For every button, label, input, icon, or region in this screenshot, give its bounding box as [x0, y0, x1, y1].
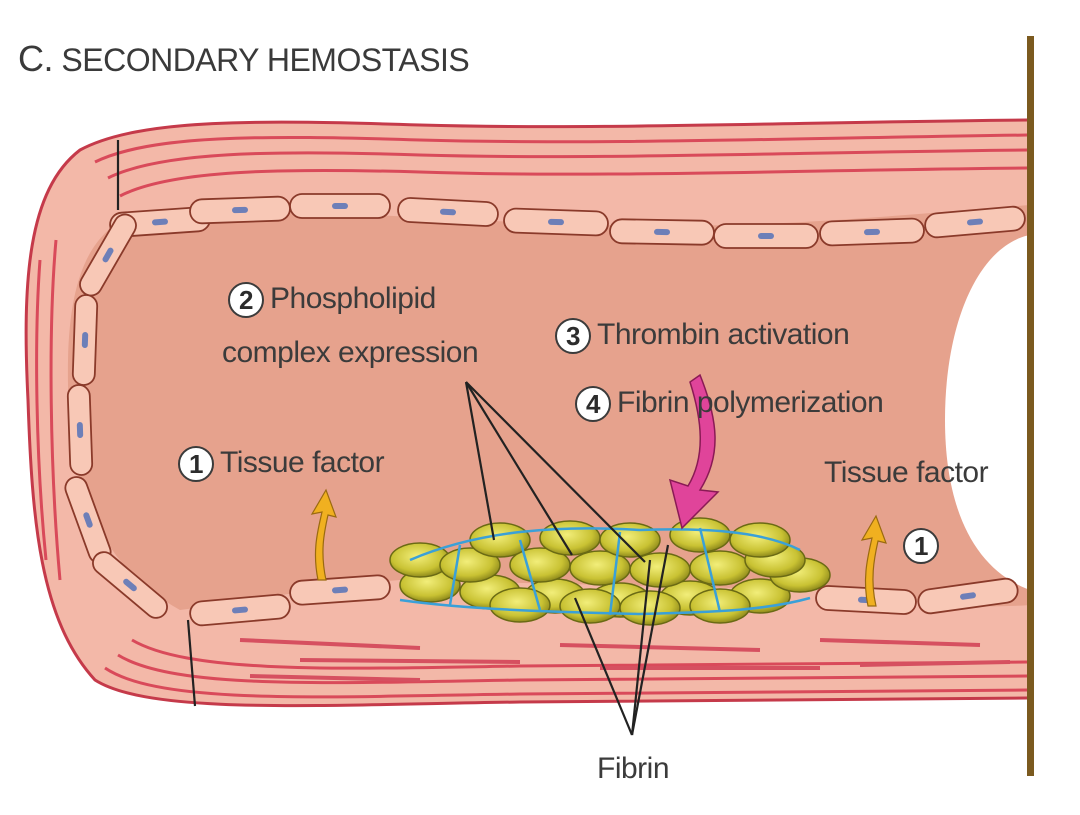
phospholipid-line1: Phospholipid — [270, 282, 436, 315]
frame-side-bar — [1027, 36, 1034, 776]
title-prefix: C. — [18, 38, 53, 79]
label-tissue-factor-right: Tissue factor — [824, 456, 988, 490]
step-number-4: 4 — [575, 386, 611, 422]
platelet — [690, 551, 750, 585]
step-number-1-left: 1 — [178, 446, 214, 482]
endothelial-cell — [290, 194, 390, 218]
thrombin-text: Thrombin activation — [597, 318, 849, 351]
platelet — [730, 523, 790, 557]
step-number-1-right: 1 — [903, 528, 939, 564]
endothelial-cell — [504, 208, 609, 236]
label-complex-expression: complex expression — [222, 336, 478, 370]
endothelial-cell — [72, 295, 97, 386]
platelet — [620, 591, 680, 625]
platelet — [490, 588, 550, 622]
endothelial-cell — [610, 219, 714, 245]
platelet — [670, 518, 730, 552]
endothelial-cell — [190, 196, 291, 223]
endothelial-cell — [714, 224, 818, 248]
endothelial-cell — [67, 385, 92, 476]
title-text: SECONDARY HEMOSTASIS — [61, 42, 469, 78]
endothelial-cell — [397, 197, 498, 226]
step-number-2: 2 — [228, 282, 264, 318]
diagram-title: C. SECONDARY HEMOSTASIS — [18, 38, 469, 80]
endothelial-cell — [820, 218, 925, 246]
fibrin-polymerization-text: Fibrin polymerization — [617, 386, 883, 419]
tissue-factor-left-text: Tissue factor — [220, 446, 384, 479]
platelet — [690, 589, 750, 623]
label-fibrin: Fibrin — [597, 752, 669, 786]
label-step1-right-number: 1 — [903, 528, 945, 564]
step-number-3: 3 — [555, 318, 591, 354]
